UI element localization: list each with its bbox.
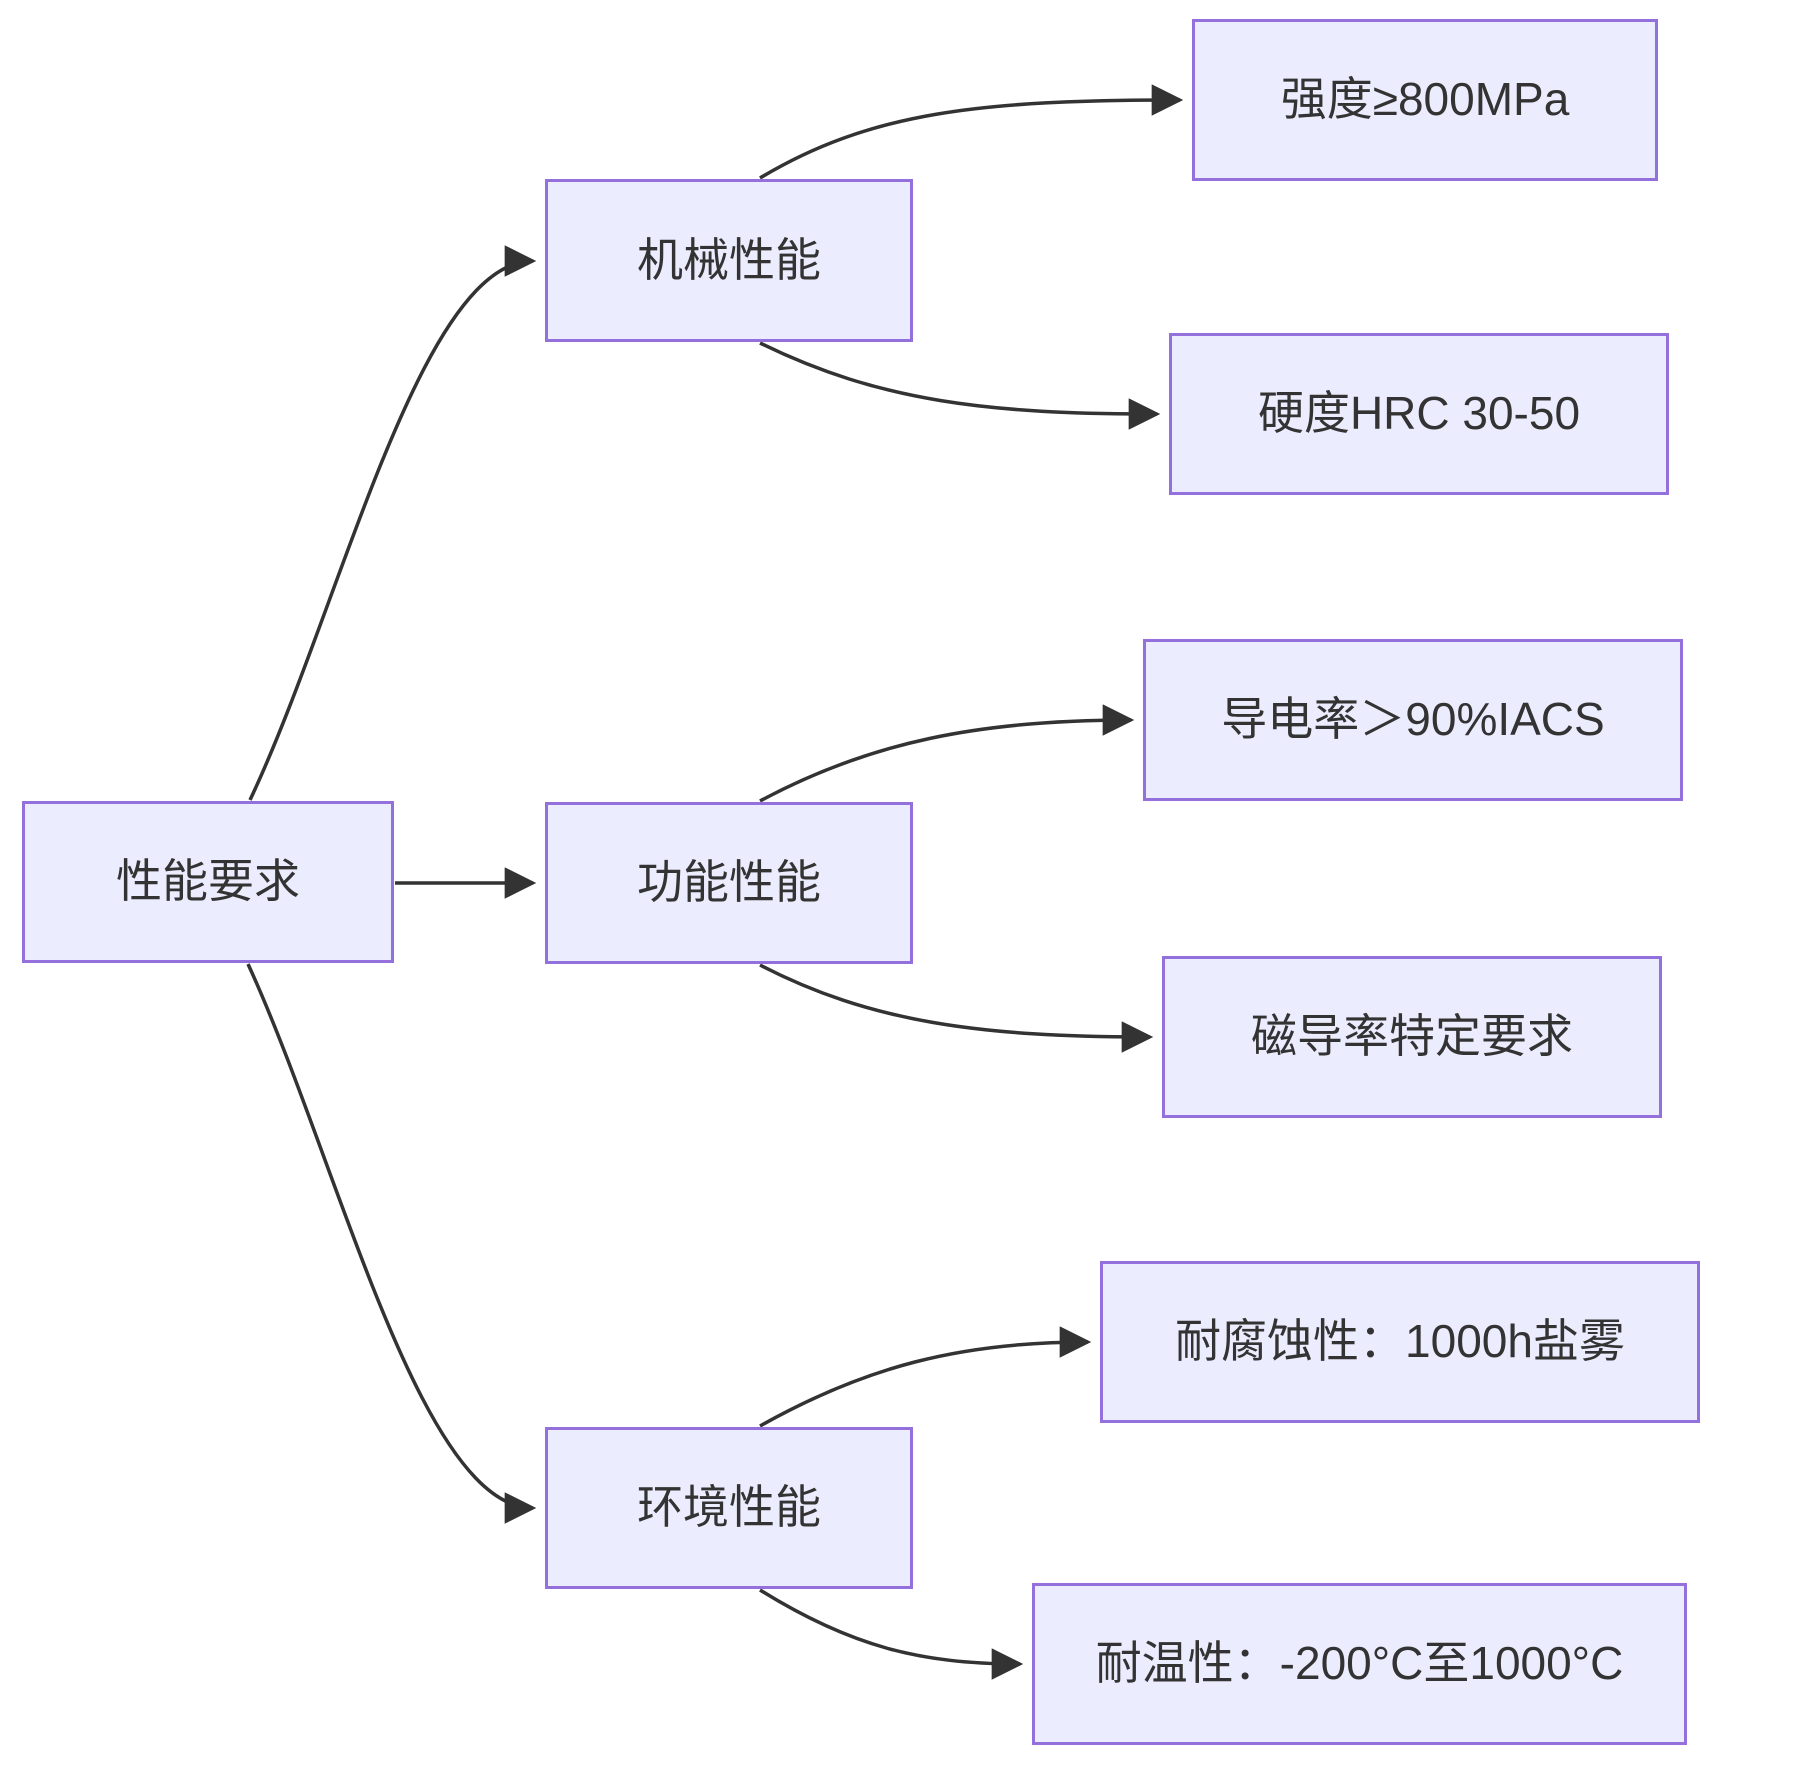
- node-label: 性能要求: [116, 855, 300, 908]
- leaf-node-conductivity: 导电率＞90%IACS: [1143, 639, 1683, 801]
- root-node-performance-requirements: 性能要求: [22, 801, 394, 963]
- edge-functional-to-permeability: [759, 963, 1154, 1053]
- edge-environmental-to-corrosion: [759, 1326, 1092, 1428]
- edge-mechanical-to-hardness: [759, 341, 1161, 430]
- node-label: 耐温性：-200°C至1000°C: [1095, 1637, 1624, 1690]
- branch-node-mechanical-performance: 机械性能: [545, 179, 913, 342]
- edge-environmental-to-temperature: [759, 1588, 1024, 1680]
- node-label: 功能性能: [637, 856, 821, 909]
- node-label: 强度≥800MPa: [1280, 73, 1570, 126]
- edge-mechanical-to-strength: [759, 84, 1184, 180]
- branch-node-functional-performance: 功能性能: [545, 802, 913, 964]
- edge-root-to-mechanical: [248, 245, 537, 801]
- edge-functional-to-conductivity: [759, 704, 1135, 803]
- node-label: 硬度HRC 30-50: [1257, 387, 1581, 440]
- leaf-node-corrosion-resistance: 耐腐蚀性：1000h盐雾: [1100, 1261, 1700, 1423]
- node-label: 耐腐蚀性：1000h盐雾: [1175, 1315, 1625, 1368]
- node-label: 磁导率特定要求: [1251, 1010, 1573, 1063]
- node-label: 机械性能: [637, 233, 821, 286]
- leaf-node-temperature-resistance: 耐温性：-200°C至1000°C: [1032, 1583, 1687, 1745]
- edge-root-to-environmental: [246, 963, 537, 1524]
- branch-node-environmental-performance: 环境性能: [545, 1427, 913, 1589]
- node-label: 导电率＞90%IACS: [1221, 693, 1605, 746]
- leaf-node-strength: 强度≥800MPa: [1192, 19, 1658, 181]
- node-label: 环境性能: [637, 1481, 821, 1534]
- leaf-node-magnetic-permeability: 磁导率特定要求: [1162, 956, 1662, 1118]
- leaf-node-hardness: 硬度HRC 30-50: [1169, 333, 1669, 495]
